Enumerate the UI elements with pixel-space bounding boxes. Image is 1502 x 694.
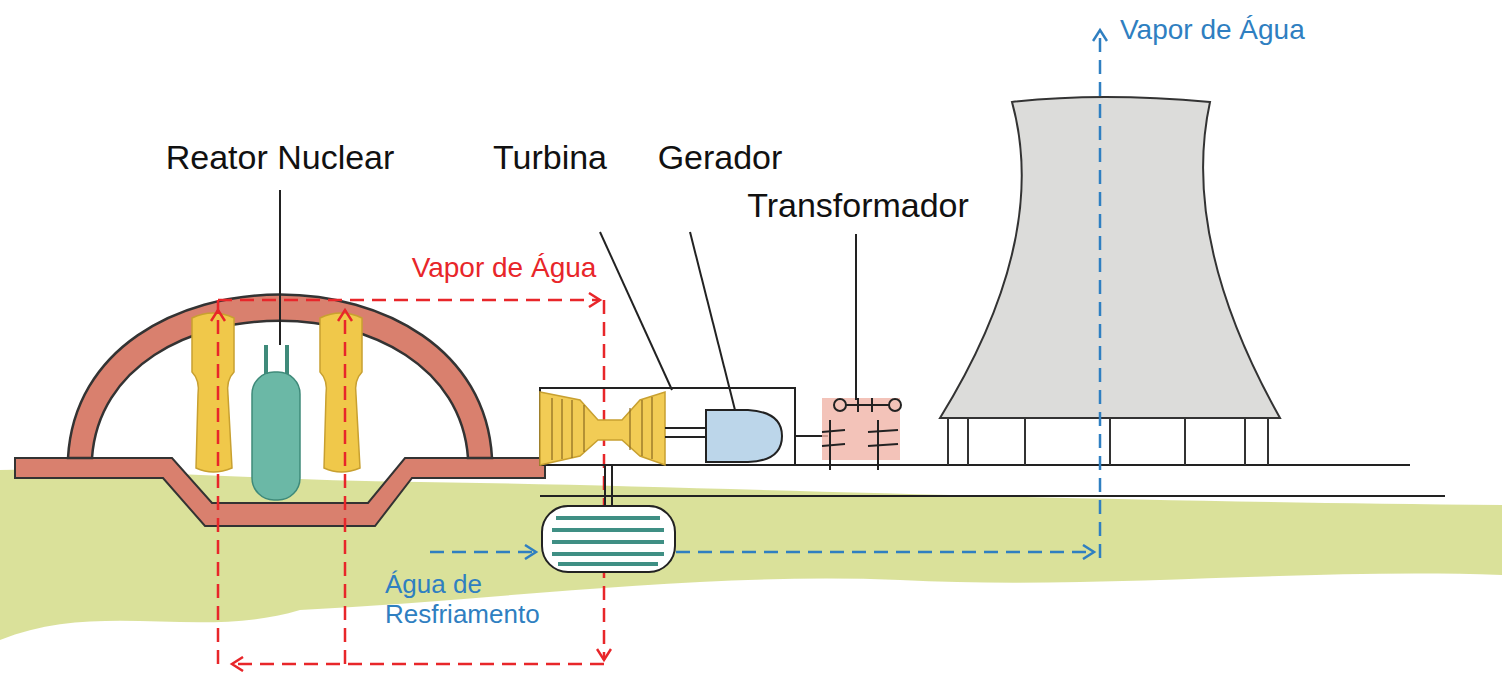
cooling-water-path [430,30,1100,558]
ground [0,470,1502,640]
ground-line [540,495,1445,497]
condenser-pipe [604,465,606,508]
tower-legs [948,418,1268,465]
transformer-symbol [822,398,901,470]
turbine [540,392,665,465]
condenser [542,506,675,572]
shaft [665,427,706,429]
control-rod [264,345,268,374]
condenser-pipe [611,465,613,508]
part-label: Vapor de Água [412,252,597,284]
transformer [822,398,900,460]
part-label: Turbina [493,138,607,177]
shaft [665,436,706,438]
part-label: Gerador [658,138,783,177]
turbine-hall [540,388,795,465]
steam-generator [320,313,362,472]
part-label: Transformador [747,186,969,225]
part-label: Reator Nuclear [166,138,395,177]
steam-loop [218,300,604,664]
turbine-blades [552,397,652,460]
generator [706,410,782,462]
part-label: Água de Resfriamento [385,570,585,630]
control-rod [285,345,289,374]
part-label: Vapor de Água [1120,14,1305,46]
steam-generator [192,313,234,472]
condenser-tubes [552,518,664,564]
reactor-vessel [252,372,300,500]
cooling-tower [940,97,1280,418]
